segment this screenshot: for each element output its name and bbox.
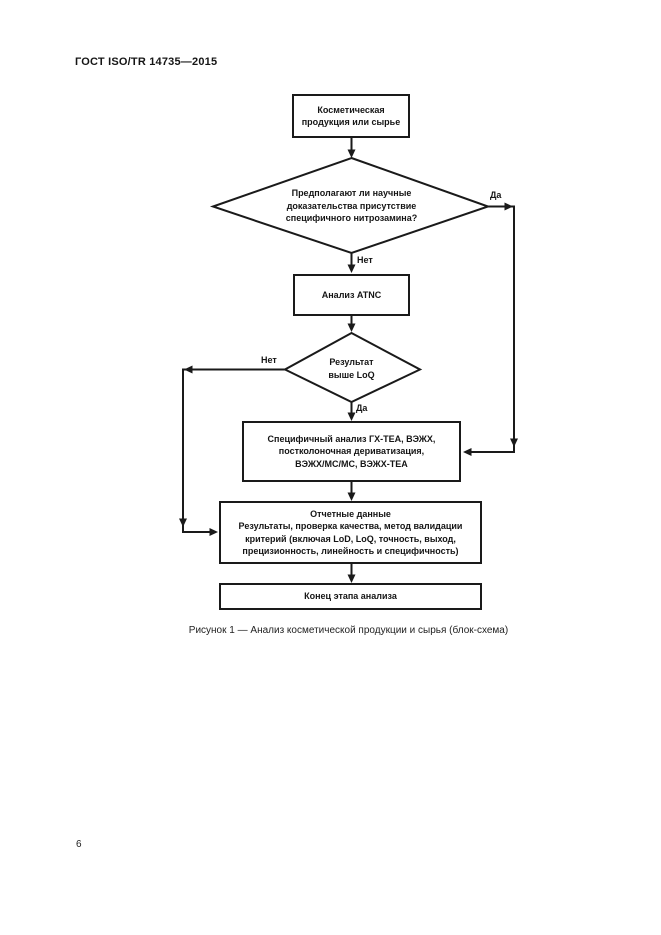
connector-lines (182, 138, 515, 580)
flowchart-lines (179, 138, 518, 583)
node-decision-2-label: Результат выше LoQ (328, 357, 375, 380)
edge-label-yes-2: Да (356, 403, 368, 413)
node-start: Косметическая продукция или сырье (292, 94, 410, 138)
edge-label-no-2: Нет (261, 355, 277, 365)
node-report-data: Отчетные данные Результаты, проверка кач… (219, 501, 482, 564)
connector-yes-branch (466, 205, 515, 453)
node-decision-1-label: Предполагают ли научные доказательства п… (285, 188, 418, 224)
node-analysis-atnc: Анализ ATNC (293, 274, 410, 316)
figure-caption: Рисунок 1 — Анализ косметической продукц… (188, 625, 509, 636)
page-number: 6 (76, 839, 82, 850)
arrowheads (179, 149, 518, 583)
node-end: Конец этапа анализа (219, 583, 482, 610)
edge-label-yes-1: Да (490, 190, 502, 200)
node-specific-analysis: Специфичный анализ ГХ-ТЕА, ВЭЖХ, посткол… (242, 421, 461, 482)
document-header: ГОСТ ISO/TR 14735—2015 (75, 56, 218, 68)
connector-no-branch (182, 368, 285, 533)
edge-label-no-1: Нет (357, 255, 373, 265)
